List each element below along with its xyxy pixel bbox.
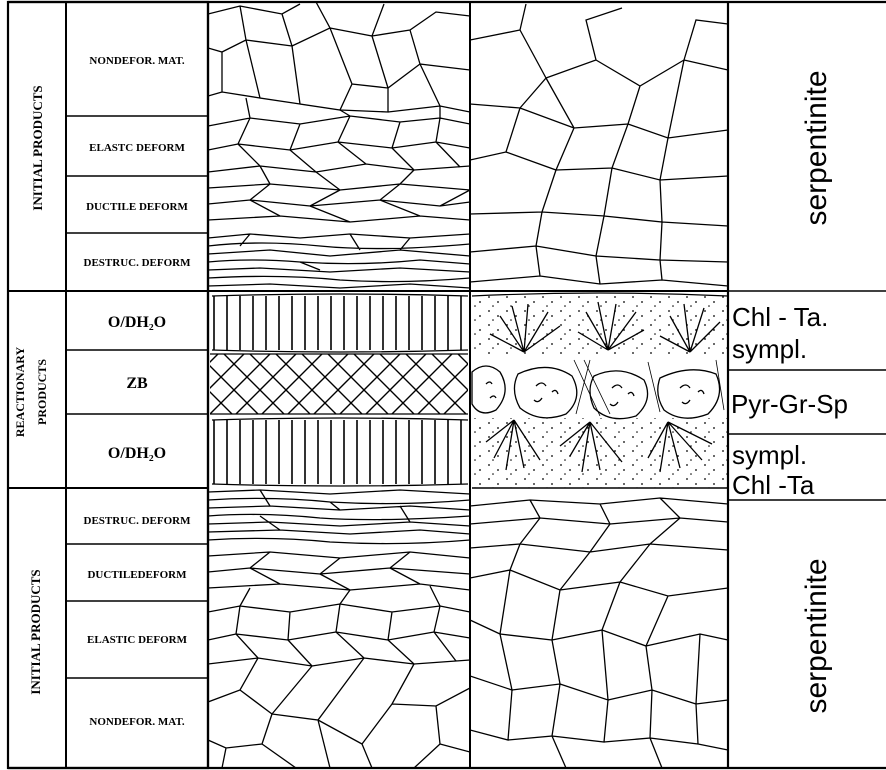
group-label-reactionary-line1: REACTIONARY — [13, 347, 27, 438]
label-sympl-2: sympl. — [732, 440, 807, 470]
label-sympl-1: sympl. — [732, 334, 807, 364]
row-label-ductile-bottom: DUCTILEDEFORM — [87, 569, 187, 581]
row-label-destruc-top: DESTRUC. DEFORM — [84, 257, 192, 269]
label-serpentinite-top: serpentinite — [800, 70, 833, 225]
group-label-reactionary-line2: PRODUCTS — [35, 359, 49, 425]
right-grain-panel — [470, 4, 728, 768]
left-grain-panel — [208, 2, 470, 768]
label-pyr-gr-sp: Pyr-Gr-Sp — [731, 389, 848, 419]
group-label-initial-top: INITIAL PRODUCTS — [30, 85, 45, 210]
row-label-zb: ZB — [126, 375, 148, 392]
row-label-elastic-bottom: ELASTIC DEFORM — [87, 634, 188, 646]
label-serpentinite-bottom: serpentinite — [800, 558, 833, 713]
mineral-labels: serpentinite Chl - Ta. sympl. Pyr-Gr-Sp … — [728, 70, 886, 713]
label-chl-ta: Chl - Ta. — [732, 302, 828, 332]
row-label-elastic-top: ELASTC DEFORM — [89, 142, 185, 154]
row-label-destruc-bottom: DESTRUC. DEFORM — [84, 515, 192, 527]
row-label-o-dh2o-1: O/DH₂O — [108, 314, 166, 331]
row-label-nondefor-top: NONDEFOR. MAT. — [89, 55, 184, 67]
row-label-o-dh2o-2: O/DH₂O — [108, 445, 166, 462]
group-label-initial-bottom: INITIAL PRODUCTS — [28, 569, 43, 694]
row-label-nondefor-bottom: NONDEFOR. MAT. — [89, 716, 184, 728]
row-label-ductile-top: DUCTILE DEFORM — [86, 201, 188, 213]
label-columns: INITIAL PRODUCTS REACTIONARY PRODUCTS IN… — [8, 2, 208, 768]
label-chl-ta-2: Chl -Ta — [732, 470, 815, 500]
